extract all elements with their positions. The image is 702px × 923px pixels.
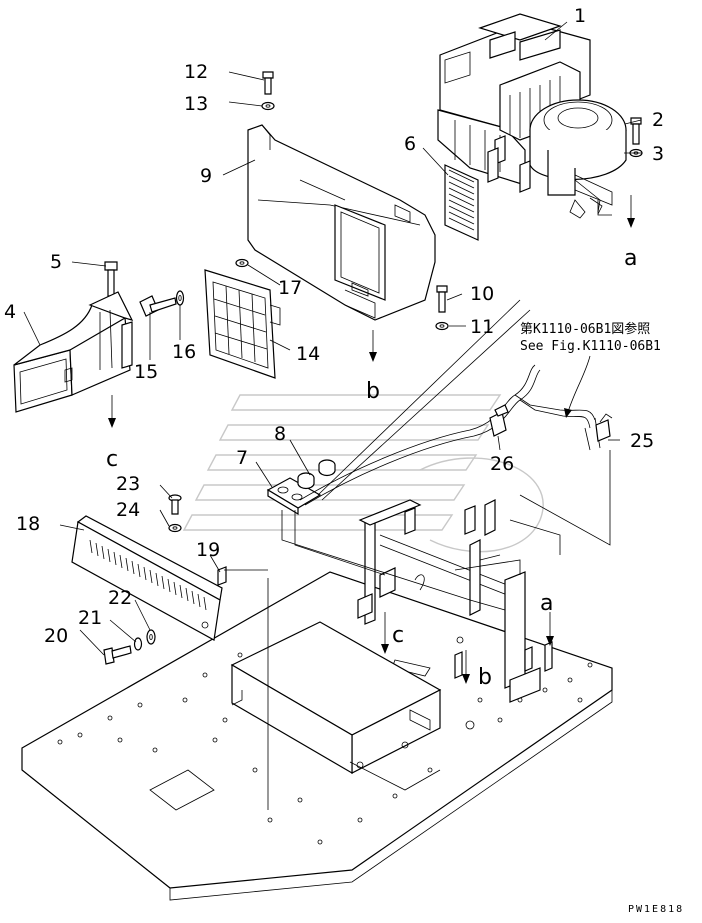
harness — [299, 364, 601, 506]
leader-lines — [23, 21, 642, 656]
label-20: 20 — [44, 625, 68, 647]
part-number-labels: 1 2 3 4 5 6 7 8 9 10 11 12 13 14 15 16 1… — [4, 5, 664, 647]
switch-7 — [266, 477, 322, 516]
label-13: 13 — [184, 93, 208, 115]
letter-b-top: b — [366, 379, 380, 404]
label-1: 1 — [574, 5, 586, 27]
clamp-25 — [595, 413, 613, 442]
label-18: 18 — [16, 513, 40, 535]
louver-18 — [71, 515, 223, 641]
label-9: 9 — [200, 165, 212, 187]
label-24: 24 — [116, 499, 140, 521]
air-conditioner-unit — [437, 13, 627, 219]
washer-13 — [261, 101, 275, 111]
control-box — [230, 621, 442, 791]
letter-c-left: c — [106, 447, 118, 472]
clip-15 — [139, 295, 177, 317]
label-17: 17 — [278, 277, 302, 299]
letter-b-bottom: b — [478, 665, 492, 690]
reference-note-japanese: 第K1110-06B1図参照 — [520, 321, 650, 337]
label-26: 26 — [490, 453, 514, 475]
connector-26 — [489, 404, 509, 437]
duct-4 — [13, 291, 134, 413]
bolt-20 — [103, 645, 132, 665]
bolt-5 — [104, 261, 118, 297]
screw-23 — [168, 494, 182, 515]
label-25: 25 — [630, 430, 654, 452]
washer-16 — [175, 290, 185, 306]
watermark-logo — [182, 394, 544, 553]
letter-a-bottom: a — [540, 591, 553, 616]
label-7: 7 — [236, 447, 248, 469]
label-11: 11 — [470, 316, 494, 338]
cover-panel-9 — [247, 124, 436, 321]
reference-note-english: See Fig.K1110-06B1 — [520, 339, 661, 354]
letter-a-top: a — [624, 246, 637, 271]
label-19: 19 — [196, 539, 220, 561]
label-3: 3 — [652, 143, 664, 165]
bolt-12 — [262, 71, 274, 95]
label-15: 15 — [134, 361, 158, 383]
label-16: 16 — [172, 341, 196, 363]
washer-17 — [235, 258, 249, 268]
label-4: 4 — [4, 301, 16, 323]
grille-14 — [204, 269, 281, 379]
label-10: 10 — [470, 283, 494, 305]
filter-6 — [444, 164, 479, 241]
reference-note: 第K1110-06B1図参照 See Fig.K1110-06B1 — [520, 321, 661, 418]
washer-11 — [435, 321, 449, 331]
letter-c-bottom: c — [392, 623, 404, 648]
washer-24 — [168, 523, 182, 533]
label-14: 14 — [296, 343, 320, 365]
label-12: 12 — [184, 61, 208, 83]
label-22: 22 — [108, 587, 132, 609]
label-23: 23 — [116, 473, 140, 495]
label-8: 8 — [274, 423, 286, 445]
washer-22 — [146, 629, 156, 645]
label-5: 5 — [50, 251, 62, 273]
bolt-10 — [436, 285, 448, 313]
label-21: 21 — [78, 607, 102, 629]
connection-letters: a b c c b a — [106, 246, 637, 690]
label-2: 2 — [652, 109, 664, 131]
washer-21 — [133, 637, 143, 651]
label-6: 6 — [404, 133, 416, 155]
connection-lines — [108, 195, 635, 810]
knob-8 — [297, 459, 336, 490]
drawing-code: PW1E818 — [628, 904, 684, 915]
